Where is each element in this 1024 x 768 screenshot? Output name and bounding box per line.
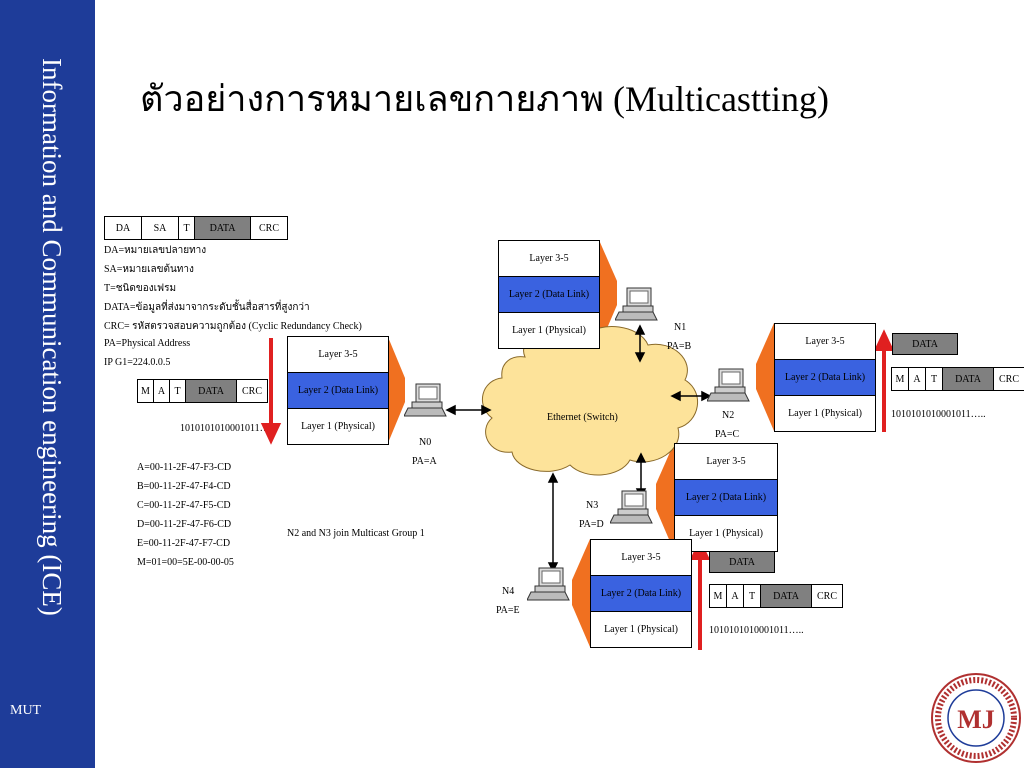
address-line: E=00-11-2F-47-F7-CD bbox=[137, 538, 231, 549]
switch-label: Ethernet (Switch) bbox=[547, 412, 618, 423]
frame-cell-t: T bbox=[744, 585, 761, 607]
layer-2: Layer 2 (Data Link) bbox=[499, 277, 599, 313]
layer-2: Layer 2 (Data Link) bbox=[288, 373, 388, 409]
bitstream-n2: 1010101010001011….. bbox=[891, 409, 986, 420]
node-pa-n3: PA=D bbox=[579, 519, 604, 530]
slide-title: ตัวอย่างการหมายเลขกายภาพ (Multicastting) bbox=[140, 79, 829, 119]
frame-cell-data: DATA bbox=[195, 217, 251, 239]
address-line: M=01=00=5E-00-00-05 bbox=[137, 557, 234, 568]
data-box-n4: DATA bbox=[709, 551, 775, 573]
data-box-n2: DATA bbox=[892, 333, 958, 355]
node-pa-n1: PA=B bbox=[667, 341, 692, 352]
frame-cell-crc: CRC bbox=[241, 385, 262, 397]
node-pa-n2: PA=C bbox=[715, 429, 740, 440]
frame-cell-m: M bbox=[892, 368, 909, 390]
frame-cell-da: DA bbox=[105, 217, 142, 239]
legend-line: DA=หมายเลขปลายทาง bbox=[104, 245, 207, 256]
computer-icon bbox=[527, 567, 570, 601]
computer-icon bbox=[615, 287, 658, 321]
bitstream-n4: 1010101010001011….. bbox=[709, 625, 804, 636]
frame-cell-crc: CRC bbox=[258, 222, 279, 234]
layer-1: Layer 1 (Physical) bbox=[512, 325, 586, 336]
address-line: D=00-11-2F-47-F6-CD bbox=[137, 519, 232, 530]
layer-1: Layer 1 (Physical) bbox=[788, 408, 862, 419]
bitstream-n0: 1010101010001011… bbox=[180, 423, 270, 434]
stack-n0: Layer 3-5 Layer 2 (Data Link) Layer 1 (P… bbox=[287, 336, 389, 445]
legend-line: IP G1=224.0.0.5 bbox=[104, 357, 171, 368]
node-pa-n4: PA=E bbox=[496, 605, 520, 616]
link-trapezoid-n2 bbox=[756, 323, 774, 431]
frame-cell-data: DATA bbox=[943, 368, 994, 390]
mat-frame-n2: M A T DATA CRC bbox=[891, 367, 1024, 391]
layer-3-5: Layer 3-5 bbox=[775, 324, 875, 360]
frame-cell-a: A bbox=[909, 368, 926, 390]
mat-frame-n4: M A T DATA CRC bbox=[709, 584, 843, 608]
node-id-n4: N4 bbox=[502, 586, 515, 597]
layer-1: Layer 1 (Physical) bbox=[689, 528, 763, 539]
stack-n4: Layer 3-5 Layer 2 (Data Link) Layer 1 (P… bbox=[590, 539, 692, 648]
stack-n2: Layer 3-5 Layer 2 (Data Link) Layer 1 (P… bbox=[774, 323, 876, 432]
header-frame: DA SA T DATA CRC bbox=[104, 216, 288, 240]
layer-2: Layer 2 (Data Link) bbox=[591, 576, 691, 612]
computer-icon bbox=[610, 490, 653, 524]
frame-cell-crc: CRC bbox=[816, 590, 837, 602]
frame-cell-t: T bbox=[179, 217, 195, 239]
legend-line: T=ชนิดของเฟรม bbox=[104, 283, 177, 294]
frame-cell-data: DATA bbox=[761, 585, 812, 607]
layer-3-5: Layer 3-5 bbox=[288, 337, 388, 373]
frame-cell-m: M bbox=[710, 585, 727, 607]
link-trapezoid-n3 bbox=[656, 443, 674, 551]
computer-icon bbox=[404, 383, 447, 417]
stack-n3: Layer 3-5 Layer 2 (Data Link) Layer 1 (P… bbox=[674, 443, 778, 552]
layer-3-5: Layer 3-5 bbox=[591, 540, 691, 576]
frame-cell-data: DATA bbox=[186, 380, 237, 402]
vertical-title: Information and Communication engineerin… bbox=[37, 58, 67, 616]
legend-line: SA=หมายเลขต้นทาง bbox=[104, 264, 194, 275]
node-pa-n0: PA=A bbox=[412, 456, 437, 467]
legend-line: CRC= รหัสตรวจสอบความถูกต้อง (Cyclic Redu… bbox=[104, 321, 362, 332]
computer-icon bbox=[707, 368, 750, 402]
frame-cell-sa: SA bbox=[142, 217, 179, 239]
multicast-note: N2 and N3 join Multicast Group 1 bbox=[287, 528, 425, 539]
frame-cell-t: T bbox=[926, 368, 943, 390]
legend-line: PA=Physical Address bbox=[104, 338, 191, 349]
stack-n1: Layer 3-5 Layer 2 (Data Link) Layer 1 (P… bbox=[498, 240, 600, 349]
layer-1: Layer 1 (Physical) bbox=[301, 421, 375, 432]
footer-label: MUT bbox=[10, 703, 42, 718]
node-id-n0: N0 bbox=[419, 437, 432, 448]
link-trapezoid-n1 bbox=[599, 240, 617, 347]
frame-cell-m: M bbox=[138, 380, 154, 402]
legend-line: DATA=ข้อมูลที่ส่งมาจากระดับชั้นสื่อสารที… bbox=[104, 302, 310, 313]
frame-cell-t: T bbox=[170, 380, 186, 402]
link-trapezoid-n0 bbox=[388, 337, 405, 443]
logo-monogram: MJ bbox=[957, 705, 995, 734]
address-line: C=00-11-2F-47-F5-CD bbox=[137, 500, 231, 511]
layer-3-5: Layer 3-5 bbox=[675, 444, 777, 480]
sidebar: Information and Communication engineerin… bbox=[0, 0, 95, 768]
frame-cell-crc: CRC bbox=[998, 373, 1019, 385]
link-trapezoid-n4 bbox=[572, 539, 590, 647]
layer-2: Layer 2 (Data Link) bbox=[675, 480, 777, 516]
address-line: B=00-11-2F-47-F4-CD bbox=[137, 481, 231, 492]
node-id-n1: N1 bbox=[674, 322, 687, 333]
node-id-n2: N2 bbox=[722, 410, 735, 421]
mat-frame-n0: M A T DATA CRC bbox=[137, 379, 268, 403]
university-logo-icon: MJ bbox=[931, 673, 1021, 763]
layer-2: Layer 2 (Data Link) bbox=[775, 360, 875, 396]
frame-cell-a: A bbox=[727, 585, 744, 607]
frame-cell-a: A bbox=[154, 380, 170, 402]
node-id-n3: N3 bbox=[586, 500, 599, 511]
address-line: A=00-11-2F-47-F3-CD bbox=[137, 462, 232, 473]
layer-3-5: Layer 3-5 bbox=[499, 241, 599, 277]
layer-1: Layer 1 (Physical) bbox=[604, 624, 678, 635]
